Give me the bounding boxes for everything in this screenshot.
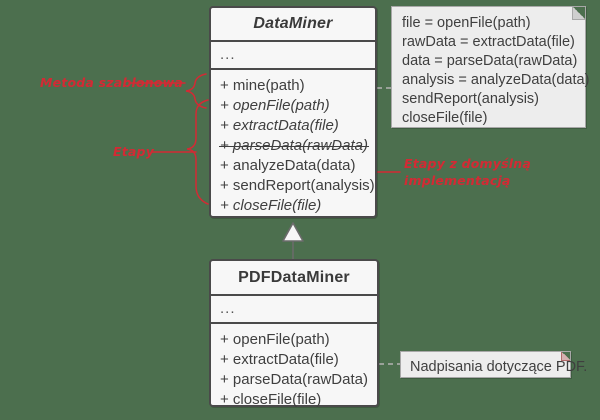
annotation-template-method: Metoda szablonowa [40, 75, 184, 90]
generalization-arrow [282, 222, 304, 259]
operation-row[interactable]: + openFile(path) [220, 97, 330, 114]
operation-row[interactable]: + parseData(rawData) [220, 371, 368, 388]
class-box-pdfdataminer[interactable]: PDFDataMiner ... + openFile(path) + extr… [209, 259, 379, 408]
note-body: Nadpisania dotyczące PDF. [401, 352, 588, 384]
operation-row[interactable]: + mine(path) [220, 77, 305, 94]
annotation-steps: Etapy [113, 144, 155, 159]
note-line: rawData = extractData(file) [402, 34, 575, 50]
note-template-method-body[interactable]: file = openFile(path) rawData = extractD… [391, 6, 589, 128]
operation-row[interactable]: + parseData(rawData) [220, 137, 368, 154]
operation-row[interactable]: + openFile(path) [220, 331, 330, 348]
operation-row[interactable]: + extractData(file) [220, 351, 339, 368]
class-attributes-pdfdataminer: ... [211, 294, 377, 322]
operation-row[interactable]: + closeFile(file) [220, 197, 322, 214]
operation-row[interactable]: + extractData(file) [220, 117, 339, 134]
class-box-dataminer[interactable]: DataMiner ... + mine(path) + openFile(pa… [209, 6, 377, 218]
note-line: file = openFile(path) [402, 15, 531, 31]
class-title-pdfdataminer: PDFDataMiner [238, 269, 350, 286]
class-operations-dataminer: + mine(path) + openFile(path) + extractD… [211, 68, 375, 223]
note-line: closeFile(file) [402, 110, 488, 126]
annotation-steps-default-impl: Etapy z domyślną implementacją [404, 156, 531, 188]
annotation-leader-template-method [129, 73, 207, 109]
operation-row[interactable]: + closeFile(file) [220, 391, 322, 408]
annotation-leader-steps [151, 99, 209, 205]
note-fold-corner-icon [572, 7, 585, 20]
note-pdf-overrides[interactable]: Nadpisania dotyczące PDF. [400, 351, 587, 378]
note-line: analysis = analyzeData(data) [402, 72, 590, 88]
note-fold-corner-icon [561, 352, 570, 361]
note-body: file = openFile(path) rawData = extractD… [392, 7, 590, 136]
class-attributes-dataminer: ... [211, 40, 375, 68]
class-title-dataminer: DataMiner [253, 15, 333, 32]
class-operations-pdfdataminer: + openFile(path) + extractData(file) + p… [211, 322, 377, 417]
operation-row[interactable]: + analyzeData(data) [220, 157, 356, 174]
note-line: sendReport(analysis) [402, 91, 540, 107]
note-line: data = parseData(rawData) [402, 53, 578, 69]
operation-row[interactable]: + sendReport(analysis) [220, 177, 375, 194]
note-line: Nadpisania dotyczące PDF. [410, 359, 588, 375]
